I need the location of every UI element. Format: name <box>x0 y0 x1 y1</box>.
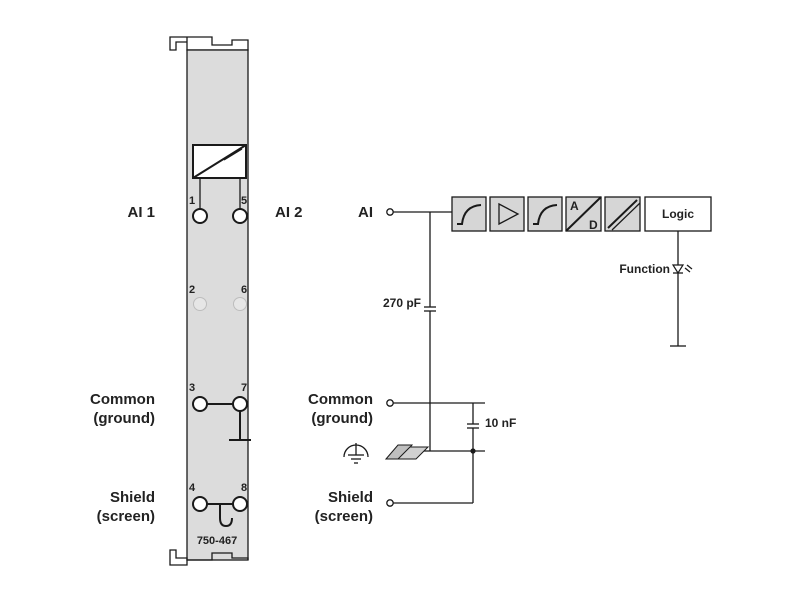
junction-dot <box>470 448 476 454</box>
label-shield-module-1: Shield <box>110 489 155 506</box>
pin-label-5: 5 <box>241 195 247 207</box>
schematic-common-label-2: (ground) <box>311 410 373 427</box>
pin-label-1: 1 <box>189 195 195 207</box>
rail-contact-icon <box>384 444 414 460</box>
schematic-common-label-1: Common <box>308 391 373 408</box>
terminal-8[interactable] <box>232 496 248 512</box>
schematic-ai-label: AI <box>358 204 373 221</box>
pin-label-2: 2 <box>189 284 195 296</box>
internal-schematic: AI A D Logic Function 270 pF Common <box>308 196 712 525</box>
capacitor-10nf-label: 10 nF <box>485 416 516 430</box>
pin-label-6: 6 <box>241 284 247 296</box>
block-filter-1 <box>451 196 487 232</box>
terminal-3[interactable] <box>192 396 208 412</box>
terminal-2[interactable] <box>193 297 207 311</box>
pin-label-7: 7 <box>241 382 247 394</box>
block-filter-2 <box>527 196 563 232</box>
label-common-module-1: Common <box>90 391 155 408</box>
schematic-shield-label-1: Shield <box>328 489 373 506</box>
terminal-1[interactable] <box>192 208 208 224</box>
label-ai1: AI 1 <box>127 204 155 221</box>
rail-clip-top <box>169 36 249 51</box>
schematic-shield-label-2: (screen) <box>315 508 373 525</box>
io-module: 1 5 2 6 3 7 4 8 750-467 <box>169 36 251 566</box>
label-ai2: AI 2 <box>275 204 303 221</box>
label-common-module-2: (ground) <box>93 410 155 427</box>
pin-label-4: 4 <box>189 482 196 494</box>
rail-clip-bottom <box>169 549 249 566</box>
protective-earth-icon <box>343 443 369 464</box>
part-number: 750-467 <box>197 535 237 547</box>
adc-letter-a: A <box>570 199 579 213</box>
pin-label-8: 8 <box>241 482 247 494</box>
terminal-5[interactable] <box>232 208 248 224</box>
pin-label-3: 3 <box>189 382 195 394</box>
terminal-6[interactable] <box>233 297 247 311</box>
function-label: Function <box>619 262 670 276</box>
function-led-icon <box>671 264 685 275</box>
terminal-7[interactable] <box>232 396 248 412</box>
label-shield-module-2: (screen) <box>97 508 155 525</box>
logic-label: Logic <box>662 207 694 221</box>
terminal-4[interactable] <box>192 496 208 512</box>
adc-letter-d: D <box>589 218 598 232</box>
capacitor-270pf-label: 270 pF <box>383 296 421 310</box>
